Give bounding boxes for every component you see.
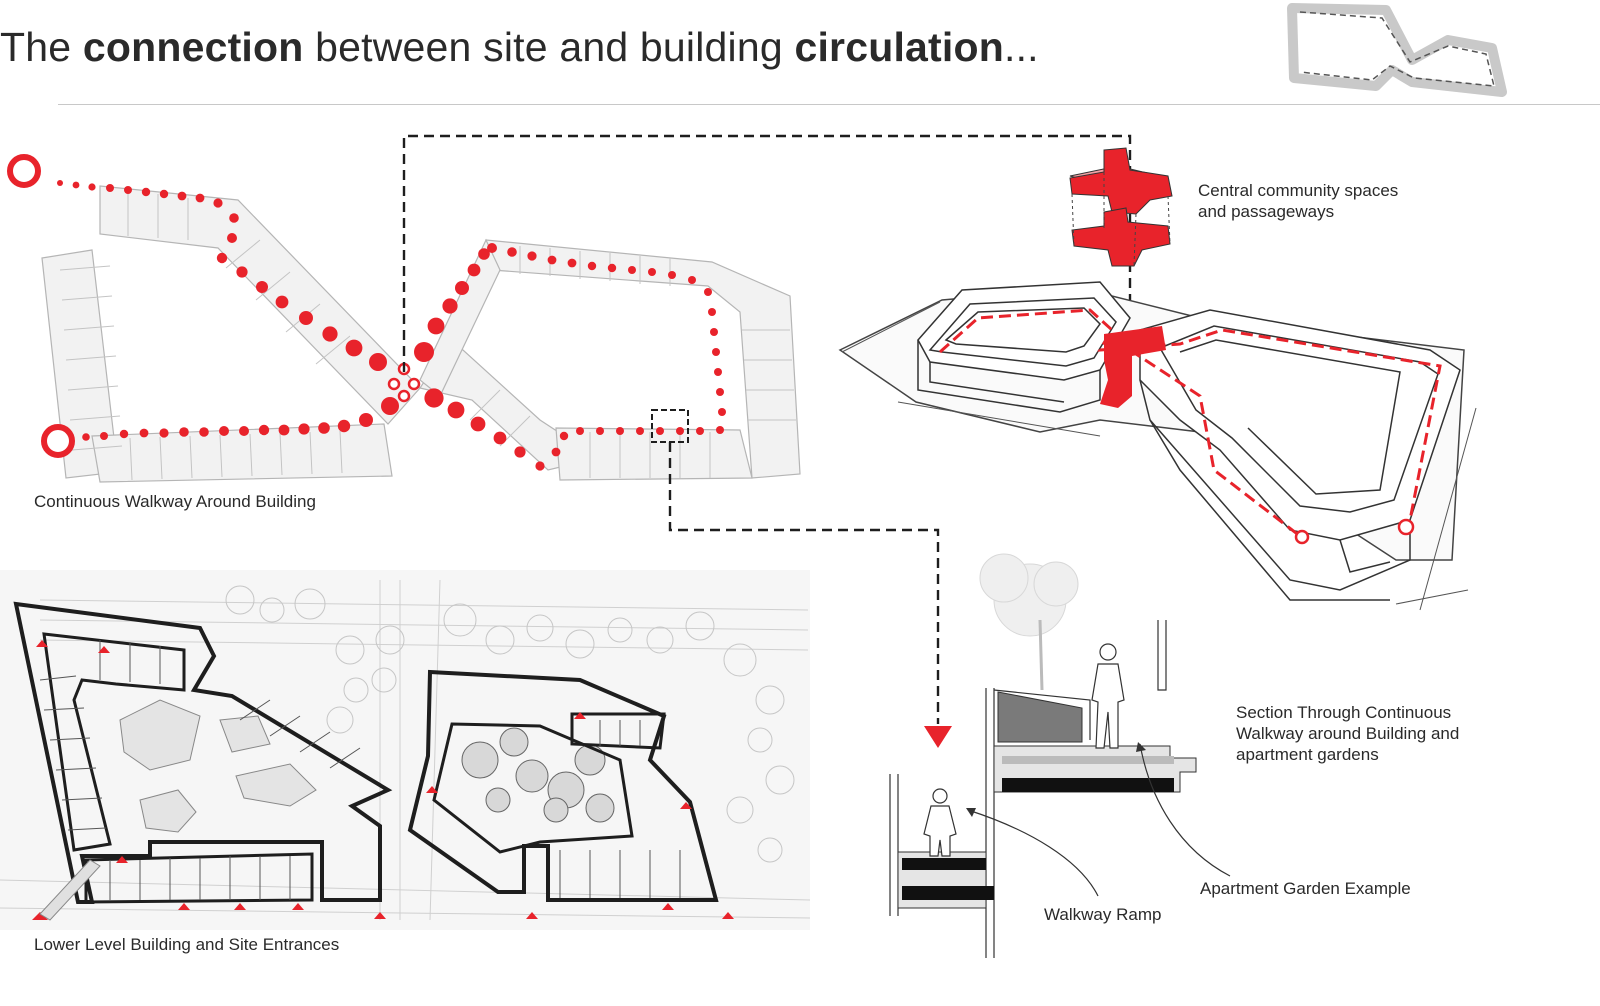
plan-east-link (419, 238, 501, 397)
community-spaces-exploded (1069, 147, 1173, 267)
connection-lines (402, 134, 1132, 724)
walkway-start-marker (7, 154, 41, 188)
central-core-volume (1100, 326, 1166, 408)
caption-walkway-plan: Continuous Walkway Around Building (34, 492, 316, 511)
down-triangle-marker-icon (924, 726, 952, 748)
axon-walkway-route (938, 308, 1442, 538)
caption-apartment-garden: Apartment Garden Example (1200, 879, 1411, 898)
walkway-end-marker (41, 424, 75, 458)
person-silhouette-icon (1091, 643, 1125, 749)
caption-lower-level: Lower Level Building and Site Entrances (34, 935, 340, 954)
caption-community-spaces: Central community spaces and passageways (1198, 181, 1399, 221)
axon-route-end-marker-1 (1294, 529, 1310, 545)
axonometric-building (838, 281, 1477, 611)
section-cut-box (651, 409, 689, 443)
walkway-section (889, 553, 1231, 958)
plan-west-wing (41, 249, 119, 479)
site-plan (0, 570, 811, 930)
figure-eight-loop-icon (1287, 3, 1507, 97)
plan-diagonal-west (99, 185, 421, 425)
title-emphasis-connection: connection (82, 24, 304, 70)
caption-walkway-ramp: Walkway Ramp (1044, 905, 1162, 924)
caption-section: Section Through Continuous Walkway aroun… (1236, 703, 1460, 764)
plan-south-bar (91, 423, 393, 483)
page-title: The connection between site and building… (0, 24, 1039, 70)
site-building-west (13, 601, 393, 904)
person-silhouette-icon-2 (923, 788, 957, 857)
walkway-plan (7, 154, 801, 483)
plan-east-ring (485, 239, 801, 479)
plan-diagonal-east (419, 339, 600, 471)
title-divider (58, 104, 1600, 105)
title-emphasis-circulation: circulation (794, 24, 1004, 70)
plan-east-south (555, 427, 753, 481)
axon-route-end-marker-2 (1397, 518, 1415, 536)
tree-icon (979, 553, 1079, 691)
site-building-east (407, 669, 719, 902)
